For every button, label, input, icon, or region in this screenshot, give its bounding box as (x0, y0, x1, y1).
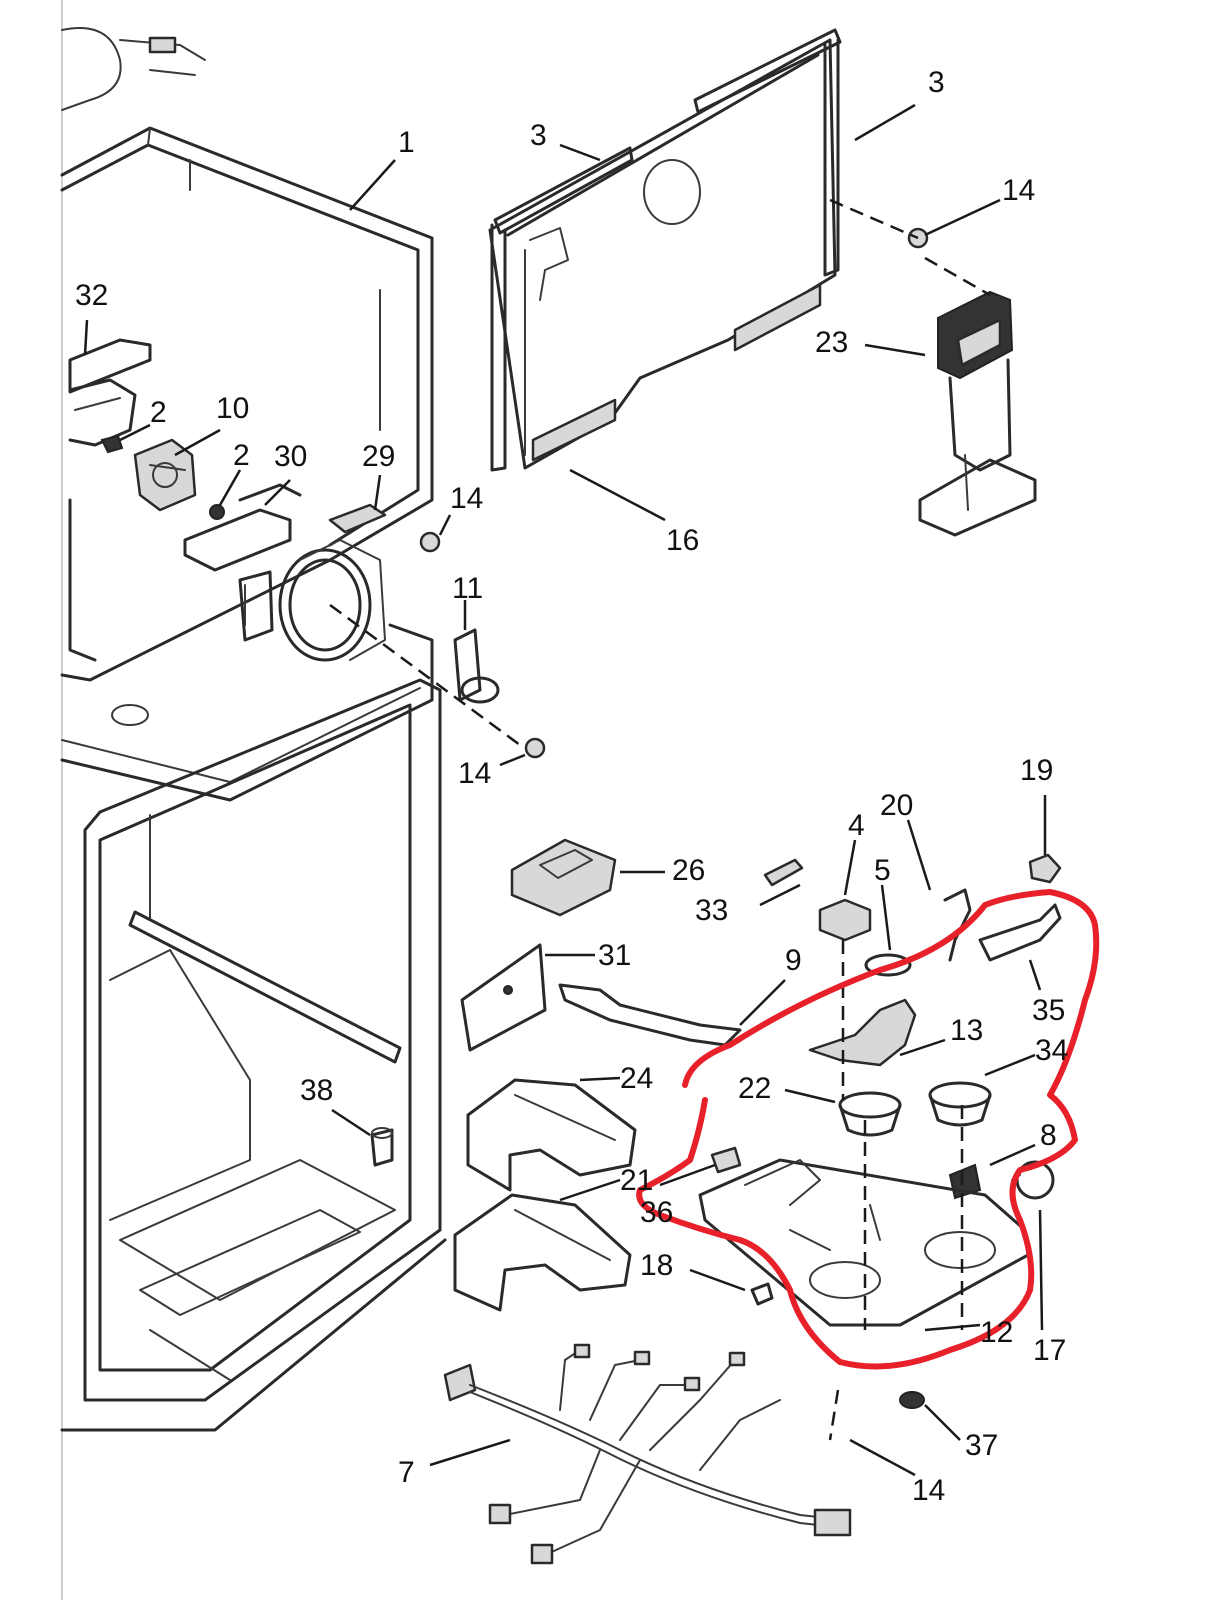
label-17: 17 (1033, 1334, 1066, 1367)
label-5: 5 (874, 854, 891, 887)
callout-labels: 1 3 3 14 32 23 2 10 2 30 29 14 16 11 14 … (75, 66, 1068, 1507)
label-12: 12 (980, 1316, 1013, 1349)
label-31: 31 (598, 939, 631, 972)
label-8: 8 (1040, 1119, 1057, 1152)
part-35-lever (978, 903, 1062, 962)
part-16-panel (488, 38, 837, 470)
label-14c: 14 (458, 757, 491, 790)
label-3a: 3 (530, 119, 547, 152)
label-2b: 2 (233, 439, 250, 472)
label-30: 30 (274, 440, 307, 473)
label-35: 35 (1032, 994, 1065, 1027)
label-14b: 14 (450, 482, 483, 515)
label-1: 1 (398, 126, 415, 159)
label-9: 9 (785, 944, 802, 977)
part-32-bracket (68, 338, 152, 447)
part-29-ring-seal (278, 503, 387, 662)
label-29: 29 (362, 440, 395, 473)
part-3-strip-left (490, 146, 634, 472)
part-9-bracket (558, 983, 742, 1047)
label-14d: 14 (912, 1474, 945, 1507)
red-highlight-outline (636, 889, 1100, 1370)
part-33-clip (763, 858, 804, 887)
part-31-plate (460, 943, 547, 1052)
label-14a: 14 (1002, 174, 1035, 207)
label-37: 37 (965, 1429, 998, 1462)
part-13-actuator (808, 998, 917, 1067)
wire-fragment-top (61, 27, 206, 111)
part-cabinet-liner (60, 678, 447, 1432)
part-34-cup (928, 1081, 992, 1127)
label-10: 10 (216, 392, 249, 425)
part-18-plug (750, 1282, 774, 1306)
part-5-ring (864, 953, 912, 977)
part-37-grommet (899, 1391, 925, 1409)
label-4: 4 (848, 809, 865, 842)
label-36: 36 (640, 1196, 673, 1229)
label-2a: 2 (150, 396, 167, 429)
label-16: 16 (666, 524, 699, 557)
part-21-chute (453, 1193, 632, 1312)
label-38: 38 (300, 1074, 333, 1107)
part-11-hinge (453, 628, 500, 704)
label-7: 7 (398, 1456, 415, 1489)
part-3-strip-right (693, 28, 842, 277)
label-18: 18 (640, 1249, 673, 1282)
label-34: 34 (1035, 1034, 1068, 1067)
label-24: 24 (620, 1062, 653, 1095)
leader-lines (83, 103, 1047, 1477)
part-19-knob (1028, 853, 1062, 884)
part-22-cup (838, 1091, 902, 1137)
label-23: 23 (815, 326, 848, 359)
label-13: 13 (950, 1014, 983, 1047)
label-20: 20 (880, 789, 913, 822)
part-14-screw-b (419, 531, 441, 553)
part-14-screw-c (524, 737, 546, 759)
part-30-duct (183, 483, 302, 642)
label-3b: 3 (928, 66, 945, 99)
label-26: 26 (672, 854, 705, 887)
part-26-block (510, 838, 617, 917)
part-23-light-housing (918, 290, 1037, 537)
label-32: 32 (75, 279, 108, 312)
label-21: 21 (620, 1164, 653, 1197)
label-11: 11 (452, 572, 483, 605)
part-7-wire-harness (443, 1343, 852, 1565)
part-2-screw-a (100, 434, 124, 454)
part-24-chute (466, 1078, 637, 1192)
label-22: 22 (738, 1072, 771, 1105)
part-36-tab (710, 1146, 742, 1174)
part-2-screw-b (209, 504, 225, 520)
label-19: 19 (1020, 754, 1053, 787)
part-20-lever (943, 888, 972, 962)
part-4-cap (818, 898, 872, 942)
part-38-cap (370, 1127, 394, 1167)
label-33: 33 (695, 894, 728, 927)
part-10-damper-motor (133, 438, 197, 512)
